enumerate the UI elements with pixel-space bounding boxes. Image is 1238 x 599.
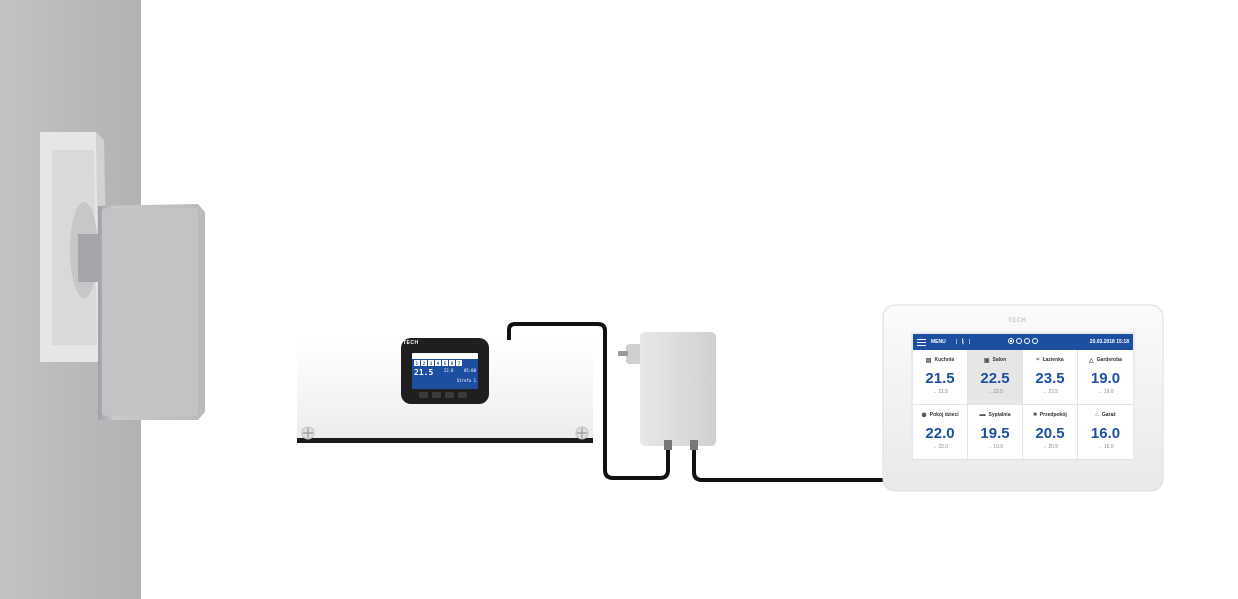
room-temperature: 22.0	[925, 425, 955, 442]
room-set-temperature: → 19.0	[986, 444, 1004, 450]
lcd-status-bar	[412, 353, 478, 359]
room-set-temperature: → 19.0	[1097, 389, 1114, 395]
kids-icon: ⚉	[921, 412, 927, 419]
room-tile[interactable]: ▬Sypialnia 19.5 → 19.0	[968, 405, 1023, 460]
room-name: Kuchnia	[934, 357, 955, 363]
lcd-zone-strip: 1 2 3 4 5 6 7	[412, 359, 478, 367]
lcd-time: 05:00	[463, 368, 476, 373]
page-dot[interactable]	[1008, 338, 1014, 344]
lcd-zone: 4	[435, 360, 441, 366]
lcd-temperature: 21.5	[414, 368, 434, 377]
room-set-temperature: → 21.5	[931, 389, 949, 395]
room-name: Sypialnia	[988, 412, 1011, 418]
room-temperature: 20.5	[1035, 425, 1065, 442]
controller-logo: TECH	[403, 340, 419, 346]
lcd-zone: 3	[428, 360, 434, 366]
room-tile[interactable]: △Garderoba 19.0 → 19.0	[1078, 350, 1133, 405]
room-name: Łazienka	[1042, 357, 1064, 363]
room-name: Salon	[992, 357, 1007, 363]
room-temperature: 19.5	[980, 425, 1010, 442]
room-set-temperature: → 22.0	[931, 444, 949, 450]
room-set-temperature: → 22.5	[986, 389, 1004, 395]
room-temperature: 21.5	[925, 370, 955, 387]
room-set-temperature: → 20.5	[1041, 444, 1059, 450]
lcd-zone: 1	[414, 360, 420, 366]
room-tile[interactable]: ■Przedpokój 20.5 → 20.5	[1023, 405, 1078, 460]
room-tile[interactable]: ▣Salon 22.5 → 22.5	[968, 350, 1023, 405]
page-dot[interactable]	[1024, 338, 1030, 344]
lcd-set-temp: 22.0	[443, 368, 454, 373]
menu-icon[interactable]	[917, 338, 926, 346]
room-temperature: 19.0	[1090, 370, 1121, 387]
room-grid: ▤Kuchnia 21.5 → 21.5 ▣Salon 22.5 → 22.5 ≈Łazie…	[913, 350, 1133, 460]
room-temperature: 16.0	[1090, 425, 1121, 442]
controller-lcd: 1 2 3 4 5 6 7 21.5 22.0 05:00 Strefa 1	[412, 353, 478, 389]
room-tile[interactable]: ▤Kuchnia 21.5 → 21.5	[913, 350, 968, 405]
power-adapter	[618, 332, 716, 450]
lcd-zone-name: Strefa 1	[456, 378, 476, 383]
page-dot[interactable]	[1016, 338, 1022, 344]
room-temperature: 23.5	[1035, 370, 1065, 387]
date-time: 20.03.2018 15:18	[1089, 339, 1129, 345]
panel-logo: TECH	[1008, 318, 1027, 324]
hanger-icon: △	[1089, 357, 1094, 364]
room-name: Garderoba	[1096, 357, 1122, 363]
menu-label[interactable]: MENU	[931, 339, 946, 345]
room-set-temperature: → 16.0	[1097, 444, 1114, 450]
plug-box	[78, 204, 205, 420]
room-name: Przedpokój	[1039, 412, 1067, 418]
room-name: Pokój dzieci	[929, 412, 959, 418]
page-indicator[interactable]	[1008, 338, 1038, 344]
cables	[507, 322, 892, 482]
garage-icon: ⌂	[1095, 412, 1099, 418]
room-tile[interactable]: ⌂Garaż 16.0 → 16.0	[1078, 405, 1133, 460]
panel-screen: MENU | ⌇ | 20.03.2018 15:18 ▤Kuchnia 21.5…	[913, 334, 1133, 460]
lcd-zone: 2	[421, 360, 427, 366]
room-temperature: 22.5	[980, 370, 1010, 387]
bath-icon: ≈	[1036, 357, 1040, 363]
room-tile[interactable]: ≈Łazienka 23.5 → 23.5	[1023, 350, 1078, 405]
bed-icon: ▬	[979, 412, 986, 418]
room-set-temperature: → 23.5	[1041, 389, 1059, 395]
room-name: Garaż	[1101, 412, 1116, 418]
panel-header: MENU | ⌇ | 20.03.2018 15:18	[913, 334, 1133, 350]
room-tile[interactable]: ⚉Pokój dzieci 22.0 → 22.0	[913, 405, 968, 460]
fridge-icon: ▤	[925, 357, 932, 364]
wifi-icon: ⌇	[961, 338, 965, 346]
door-icon: ■	[1033, 412, 1037, 418]
lcd-zone: 7	[456, 360, 462, 366]
lcd-zone: 6	[449, 360, 455, 366]
page-dot[interactable]	[1032, 338, 1038, 344]
lcd-zone: 5	[442, 360, 448, 366]
sofa-icon: ▣	[983, 357, 990, 364]
